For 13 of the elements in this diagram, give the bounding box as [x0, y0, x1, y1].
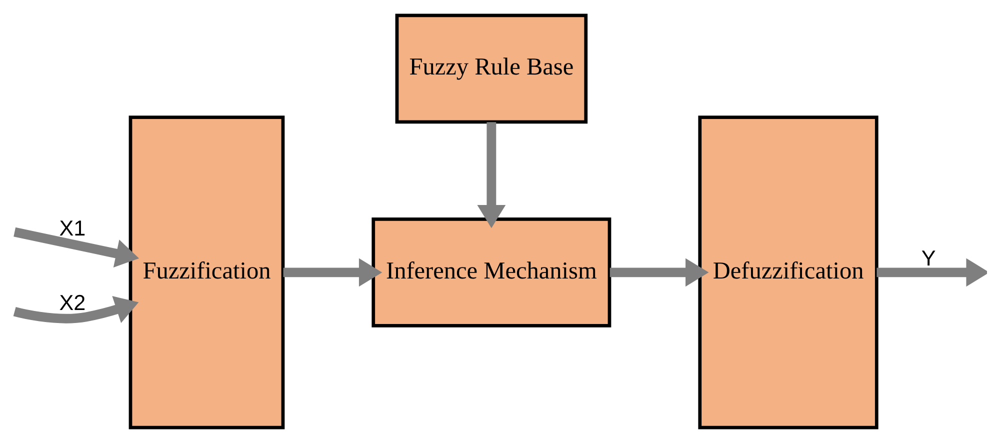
arrow — [610, 258, 709, 286]
node-box: Defuzzification — [698, 115, 878, 429]
node-box: Fuzzy Rule Base — [395, 13, 588, 124]
arrow — [477, 122, 506, 228]
edge-label: X2 — [59, 289, 86, 314]
arrow — [14, 226, 140, 267]
arrow — [876, 258, 987, 286]
arrow — [283, 258, 382, 286]
edge-label: Y — [921, 244, 936, 270]
node-box: Fuzzification — [128, 115, 285, 429]
node-box: Inference Mechanism — [372, 216, 612, 327]
arrow — [13, 296, 139, 323]
edge-label: X1 — [59, 215, 86, 240]
